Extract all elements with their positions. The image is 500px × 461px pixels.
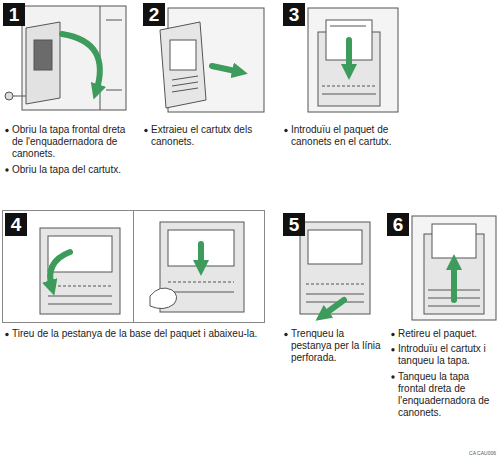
bullet-dot	[391, 348, 394, 351]
instruction-text: Obriu la tapa del cartutx.	[12, 164, 132, 176]
bullet-dot	[391, 333, 394, 336]
instruction-text: Trenqueu la pestanya per la línia perfor…	[291, 328, 383, 365]
step-number: 1	[3, 3, 25, 26]
step-number-text: 2	[149, 5, 160, 24]
instruction-wrap: Retireu el paquet.	[398, 328, 498, 340]
figure-code-wrap: CA CAU006	[430, 450, 496, 456]
instruction-text: Introduïu el cartutx i tanqueu la tapa.	[398, 343, 498, 367]
bullet-dot	[391, 375, 394, 378]
bullet-dot	[5, 333, 8, 336]
step-number: 5	[283, 213, 305, 236]
instruction-wrap: Extraieu el cartutx dels canonets.	[151, 124, 267, 148]
step-number-text: 1	[9, 5, 20, 24]
step-number: 2	[143, 3, 165, 26]
step-number: 4	[5, 213, 27, 236]
figure-code: CA CAU006	[430, 450, 496, 456]
instruction-wrap: Obriu la tapa frontal dreta de l'enquade…	[12, 124, 132, 161]
step-number: 3	[283, 3, 305, 26]
instruction-text: Extraieu el cartutx dels canonets.	[151, 124, 267, 148]
instruction-wrap: Tireu de la pestanya de la base del paqu…	[12, 328, 268, 340]
instruction-wrap: Introduïu el cartutx i tanqueu la tapa.	[398, 343, 498, 367]
step-number-text: 6	[393, 215, 404, 234]
instruction-wrap: Tanqueu la tapa frontal dreta de l'enqua…	[398, 371, 498, 420]
bullet-dot	[5, 168, 8, 171]
step-number-text: 5	[289, 215, 300, 234]
step-number-text: 4	[11, 215, 22, 234]
instruction-wrap: Trenqueu la pestanya per la línia perfor…	[291, 328, 383, 365]
instruction-wrap: Obriu la tapa del cartutx.	[12, 164, 132, 176]
step-number-text: 3	[289, 5, 300, 24]
bullet-dot	[144, 129, 147, 132]
bullet-dot	[284, 333, 287, 336]
instruction-text: Tireu de la pestanya de la base del paqu…	[12, 328, 268, 340]
instruction-text: Tanqueu la tapa frontal dreta de l'enqua…	[398, 371, 498, 420]
instruction-text: Obriu la tapa frontal dreta de l'enquade…	[12, 124, 132, 161]
instruction-text: Retireu el paquet.	[398, 328, 498, 340]
bullet-dot	[284, 129, 287, 132]
step-number: 6	[387, 213, 409, 236]
instruction-text: Introduïu el paquet de canonets en el ca…	[291, 124, 401, 148]
bullet-dot	[5, 129, 8, 132]
instruction-wrap: Introduïu el paquet de canonets en el ca…	[291, 124, 401, 148]
